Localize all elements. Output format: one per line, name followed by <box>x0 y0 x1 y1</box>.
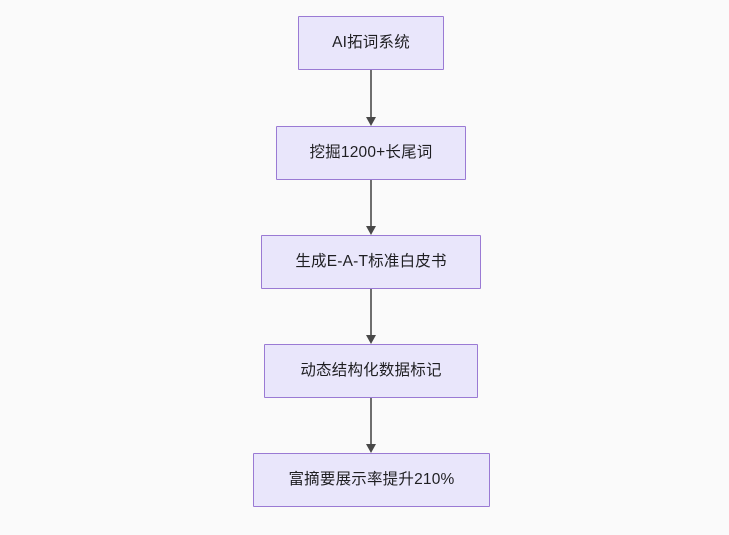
flow-node-label: 富摘要展示率提升210% <box>288 471 455 489</box>
flow-node-label: AI拓词系统 <box>332 34 410 52</box>
flow-node-dynamic-structured-data-markup[interactable]: 动态结构化数据标记 <box>264 344 478 398</box>
edge-n3-n4 <box>370 289 372 335</box>
arrowhead-n1-n2 <box>366 117 376 126</box>
arrowhead-n4-n5 <box>366 444 376 453</box>
flow-node-label: 动态结构化数据标记 <box>300 362 442 380</box>
arrowhead-n2-n3 <box>366 226 376 235</box>
flow-node-generate-eat-whitepaper[interactable]: 生成E-A-T标准白皮书 <box>261 235 481 289</box>
flow-node-ai-keyword-system[interactable]: AI拓词系统 <box>298 16 444 70</box>
arrowhead-n3-n4 <box>366 335 376 344</box>
flow-node-label: 挖掘1200+长尾词 <box>309 144 433 162</box>
edge-n1-n2 <box>370 70 372 117</box>
flow-node-mine-longtail-keywords[interactable]: 挖掘1200+长尾词 <box>276 126 466 180</box>
flow-node-label: 生成E-A-T标准白皮书 <box>295 253 447 271</box>
edge-n2-n3 <box>370 180 372 226</box>
flow-node-rich-snippet-impression-uplift[interactable]: 富摘要展示率提升210% <box>253 453 490 507</box>
edge-n4-n5 <box>370 398 372 444</box>
